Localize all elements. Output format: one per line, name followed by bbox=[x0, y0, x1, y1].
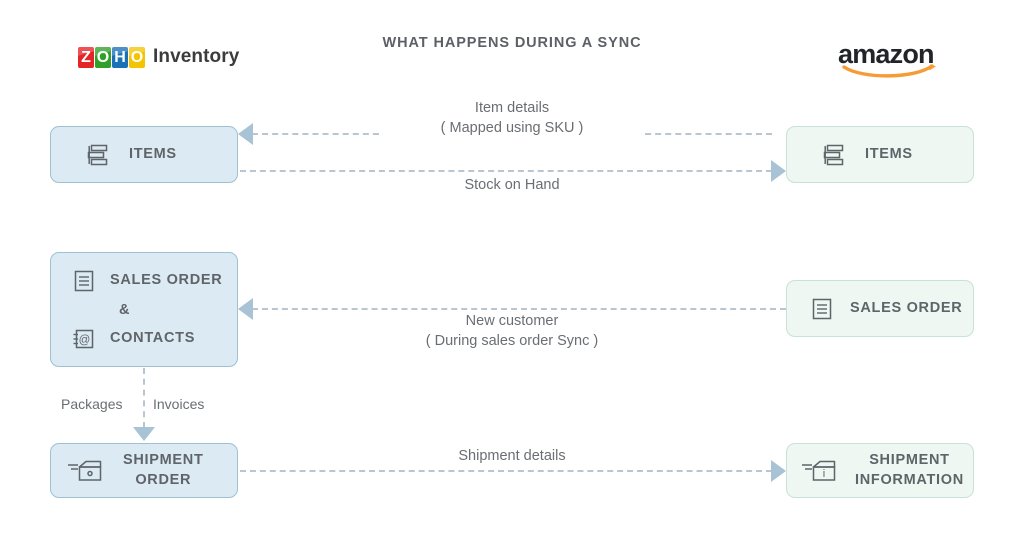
node-sales-order-row: SALES ORDER bbox=[71, 262, 237, 300]
node-items-zoho[interactable]: ITEMS bbox=[50, 126, 238, 183]
connector-shipment-details-arrowhead bbox=[771, 460, 786, 482]
node-items-zoho-label: ITEMS bbox=[129, 145, 177, 162]
document-lines-icon bbox=[71, 268, 95, 294]
zoho-tile-o1: O bbox=[95, 46, 111, 68]
node-sales-order-ampersand: & bbox=[119, 301, 130, 318]
connector-shipment-details-label: Shipment details bbox=[380, 446, 644, 466]
zoho-logo-tiles: Z O H O bbox=[78, 46, 146, 68]
package-box-info-icon: i bbox=[801, 456, 841, 486]
node-shipment-information-line1: SHIPMENT bbox=[869, 451, 950, 468]
package-box-icon bbox=[67, 456, 107, 486]
connector-packages-invoices-line bbox=[143, 368, 145, 428]
document-lines-icon bbox=[809, 296, 833, 322]
node-shipment-information-amazon-label: SHIPMENT INFORMATION bbox=[855, 451, 964, 490]
node-shipment-information-amazon[interactable]: i SHIPMENT INFORMATION bbox=[786, 443, 974, 498]
connector-new-customer-line bbox=[252, 308, 786, 310]
node-items-amazon-label: ITEMS bbox=[865, 145, 913, 162]
node-sales-order-contacts-zoho[interactable]: SALES ORDER & @ CONTACTS bbox=[50, 252, 238, 367]
node-shipment-order-zoho[interactable]: SHIPMENT ORDER bbox=[50, 443, 238, 498]
svg-text:@: @ bbox=[79, 334, 91, 346]
connector-item-details-line2: ( Mapped using SKU ) bbox=[440, 120, 584, 136]
connector-packages-text: Packages bbox=[61, 396, 123, 412]
connector-packages-invoices-arrowhead bbox=[133, 427, 155, 441]
node-contacts-row: @ CONTACTS bbox=[71, 320, 237, 358]
node-shipment-order-line1: SHIPMENT bbox=[123, 451, 204, 468]
node-items-amazon[interactable]: ITEMS bbox=[786, 126, 974, 183]
amazon-wordmark: amazon bbox=[838, 39, 935, 69]
page-title: WHAT HAPPENS DURING A SYNC bbox=[382, 35, 642, 51]
connector-new-customer-line1: New customer bbox=[465, 313, 559, 329]
node-sales-order-label: SALES ORDER bbox=[110, 271, 223, 288]
node-sales-order-contacts-rows: SALES ORDER & @ CONTACTS bbox=[71, 253, 237, 366]
node-shipment-order-line2: ORDER bbox=[135, 471, 192, 488]
connector-stock-on-hand-arrowhead bbox=[771, 160, 786, 182]
connector-item-details-arrowhead bbox=[238, 123, 253, 145]
connector-stock-on-hand-line1: Stock on Hand bbox=[464, 177, 560, 193]
connector-item-details-line1: Item details bbox=[474, 100, 550, 116]
zoho-product-name: Inventory bbox=[153, 46, 240, 67]
connector-item-details-label: Item details ( Mapped using SKU ) bbox=[380, 98, 644, 138]
zoho-inventory-logo: Z O H O Inventory bbox=[78, 44, 239, 70]
connector-shipment-details-line1: Shipment details bbox=[458, 448, 566, 464]
items-list-icon bbox=[87, 143, 109, 167]
node-sales-order-amazon-label: SALES ORDER bbox=[850, 299, 963, 316]
items-list-icon bbox=[823, 143, 845, 167]
connector-new-customer-arrowhead bbox=[238, 298, 253, 320]
connector-new-customer-line2: ( During sales order Sync ) bbox=[425, 333, 599, 349]
connector-stock-on-hand-line bbox=[240, 170, 772, 172]
amazon-logo: amazon bbox=[838, 40, 942, 78]
address-book-at-icon: @ bbox=[71, 326, 95, 352]
connector-stock-on-hand-label: Stock on Hand bbox=[380, 175, 644, 195]
connector-invoices-label: Invoices bbox=[150, 396, 208, 412]
svg-text:i: i bbox=[823, 468, 825, 480]
node-sales-order-amazon[interactable]: SALES ORDER bbox=[786, 280, 974, 337]
zoho-tile-h: H bbox=[112, 46, 128, 68]
connector-invoices-text: Invoices bbox=[153, 396, 205, 412]
node-contacts-label: CONTACTS bbox=[110, 329, 196, 346]
zoho-tile-z: Z bbox=[78, 46, 94, 68]
zoho-tile-o2: O bbox=[129, 46, 145, 68]
node-shipment-order-zoho-label: SHIPMENT ORDER bbox=[123, 451, 204, 490]
node-shipment-information-line2: INFORMATION bbox=[855, 471, 964, 488]
connector-shipment-details-line bbox=[240, 470, 772, 472]
amazon-smile-arrow-icon bbox=[842, 64, 936, 78]
connector-packages-label: Packages bbox=[58, 396, 126, 412]
connector-new-customer-label: New customer ( During sales order Sync ) bbox=[374, 311, 650, 351]
